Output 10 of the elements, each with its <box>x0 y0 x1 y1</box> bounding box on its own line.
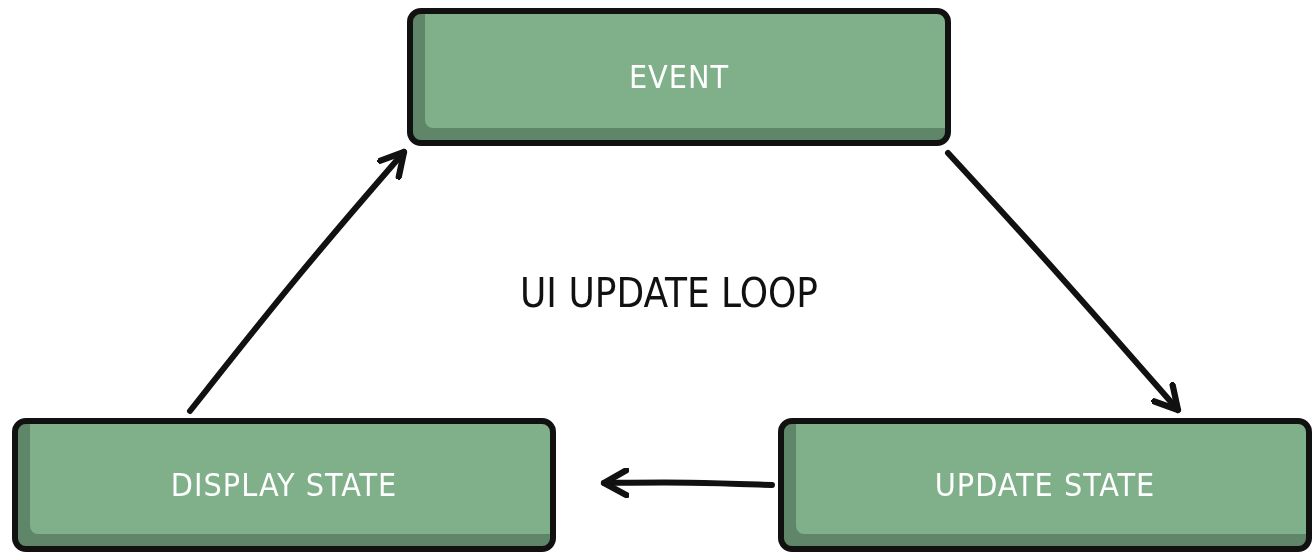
arrow <box>945 150 1182 414</box>
box-label: UPDATE STATE <box>934 466 1156 504</box>
process-box <box>778 418 1312 552</box>
diagram-title: UI UPDATE LOOP <box>520 270 819 316</box>
process-box <box>12 418 556 552</box>
box-label: EVENT <box>628 58 730 96</box>
arrow <box>187 148 408 414</box>
process-box <box>407 8 951 146</box>
box-label: DISPLAY STATE <box>170 466 398 504</box>
arrow <box>600 467 775 499</box>
